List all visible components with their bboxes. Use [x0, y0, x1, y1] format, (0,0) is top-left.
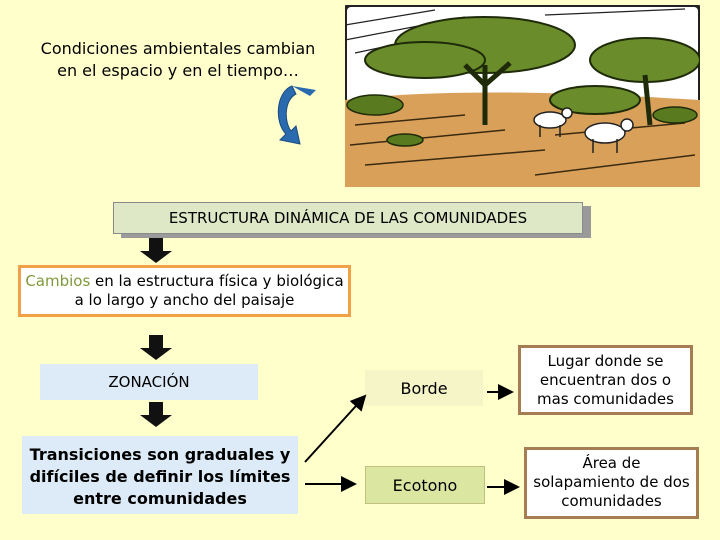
title-box: ESTRUCTURA DINÁMICA DE LAS COMUNIDADES	[113, 202, 583, 234]
ecotono-definition-box: Área de solapamiento de dos comunidades	[524, 447, 699, 519]
ecotono-def-line-2: solapamiento de dos	[533, 473, 690, 491]
transiciones-line-2: difíciles de definir los límites	[29, 467, 291, 486]
intro-text: Condiciones ambientales cambian en el es…	[18, 38, 338, 82]
title-text: ESTRUCTURA DINÁMICA DE LAS COMUNIDADES	[168, 209, 528, 227]
ecotono-def-line-3: comunidades	[561, 492, 662, 510]
down-arrow-icon	[140, 238, 172, 263]
changes-line-1-rest: en la estructura física y biológica	[90, 272, 344, 290]
curved-arrow-icon	[277, 85, 316, 145]
ecotono-def-line-1: Área de	[582, 454, 641, 472]
intro-line-2: en el espacio y en el tiempo…	[57, 61, 299, 80]
borde-box: Borde	[365, 370, 483, 406]
borde-def-line-2: encuentran dos o	[539, 371, 672, 389]
borde-def-line-1: Lugar donde se	[547, 352, 664, 370]
ecotono-box: Ecotono	[365, 466, 485, 504]
intro-line-1: Condiciones ambientales cambian	[40, 39, 316, 58]
zonacion-box: ZONACIÓN	[40, 364, 258, 400]
transiciones-line-1: Transiciones son graduales y	[29, 445, 291, 464]
changes-line-2: a lo largo y ancho del paisaje	[74, 291, 295, 309]
savanna-landscape-icon	[345, 5, 700, 187]
down-arrow-icon	[140, 402, 172, 427]
ecotono-label: Ecotono	[392, 475, 458, 495]
changes-highlight: Cambios	[25, 272, 91, 290]
down-arrow-icon	[140, 335, 172, 360]
transiciones-box: Transiciones son graduales y difíciles d…	[22, 436, 298, 514]
borde-label: Borde	[400, 378, 448, 398]
borde-def-line-3: mas comunidades	[537, 390, 674, 408]
arrow-to-borde	[304, 394, 367, 463]
borde-definition-box: Lugar donde se encuentran dos o mas comu…	[518, 345, 693, 415]
changes-box: Cambios en la estructura física y biológ…	[18, 265, 351, 317]
zonacion-label: ZONACIÓN	[108, 373, 190, 391]
changes-line-1: Cambios en la estructura física y biológ…	[21, 272, 348, 291]
transiciones-line-3: entre comunidades	[73, 489, 247, 508]
